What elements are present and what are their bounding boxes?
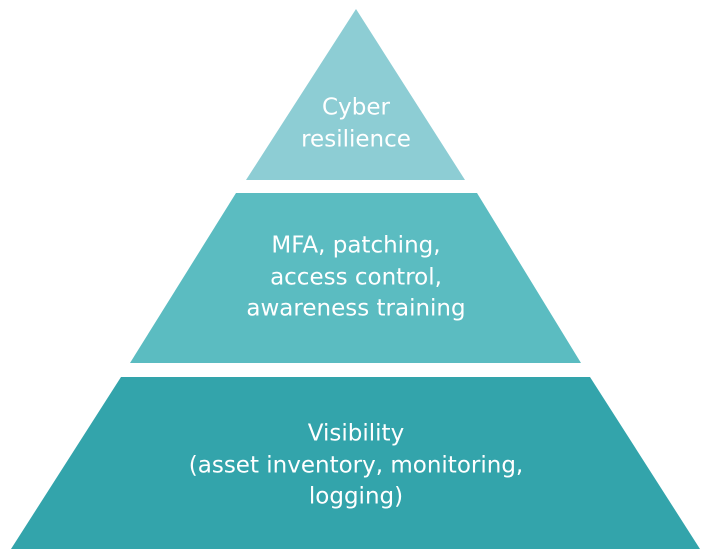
tier-bottom-label: Visibility (asset inventory, monitoring,… xyxy=(188,420,524,510)
tier-middle-shape xyxy=(130,193,581,363)
tier-top-label: Cyber resilience xyxy=(301,94,411,152)
tier-bottom-shape xyxy=(11,377,700,549)
tier-middle-label: MFA, patching, access control, awareness… xyxy=(246,232,466,322)
tier-top-shape xyxy=(246,9,465,180)
